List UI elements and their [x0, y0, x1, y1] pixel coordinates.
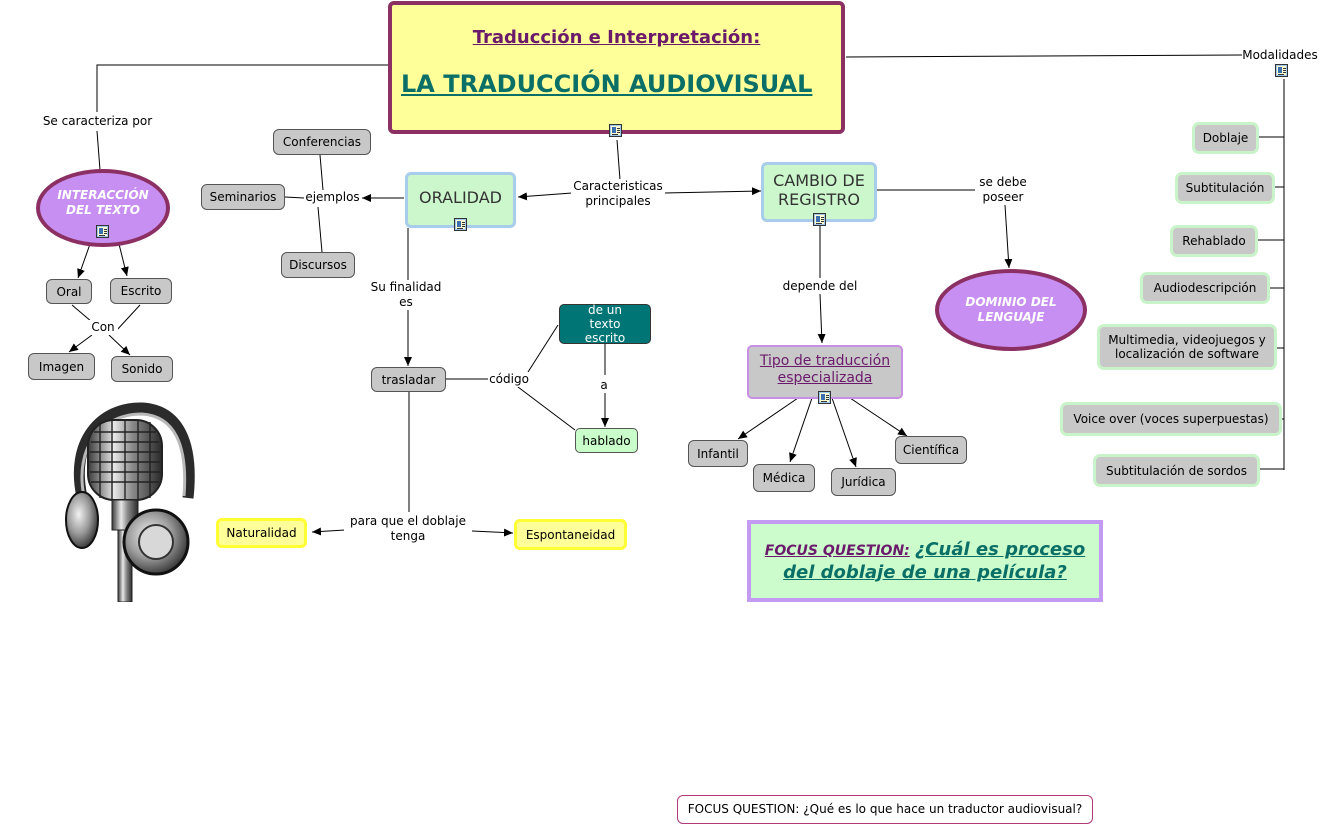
label-depende-del: depende del — [780, 279, 860, 294]
document-icon[interactable] — [813, 213, 826, 226]
label-ejemplos: ejemplos — [304, 190, 361, 205]
label-con: Con — [88, 320, 118, 335]
link-to-oralidad — [517, 192, 573, 201]
link-codigo-hablado — [517, 386, 576, 431]
juridica-node[interactable]: Jurídica — [831, 468, 896, 496]
link-tipo-medica — [789, 397, 813, 463]
interaccion-node[interactable]: INTERACCIÓN DEL TEXTO — [36, 169, 170, 247]
link-ejemplos-seminarios — [284, 196, 305, 199]
modalidad-audiodescripcion[interactable]: Audiodescripción — [1140, 272, 1270, 304]
seminarios-node[interactable]: Seminarios — [201, 184, 285, 210]
oralidad-node[interactable]: ORALIDAD — [405, 172, 516, 228]
focus-question: ¿Cuál es proceso del doblaje de una pelí… — [783, 538, 1086, 583]
label-se-debe-poseer: se debe poseer — [975, 175, 1031, 205]
link-con-imagen — [68, 334, 93, 353]
link-oral-con — [71, 304, 93, 323]
label-para-que: para que el doblaje tenga — [344, 514, 472, 544]
link-depende-tipo — [817, 293, 826, 344]
tipo-label: Tipo de traducción especializada — [759, 353, 891, 386]
link-tipo-juridica — [831, 397, 857, 468]
tipo-traduccion-node[interactable]: Tipo de traducción especializada — [747, 345, 903, 399]
microphone-headphones-image — [65, 402, 195, 602]
cientifica-node[interactable]: Científica — [895, 436, 967, 464]
link-ejemplos-discursos — [317, 206, 323, 253]
focus-prefix: FOCUS QUESTION: — [764, 542, 910, 559]
document-icon[interactable] — [1275, 64, 1288, 77]
link-sedebe-dominio — [1004, 204, 1013, 269]
trasladar-node[interactable]: trasladar — [371, 367, 446, 392]
link-ejemplos-conferencias — [319, 154, 324, 191]
espontaneidad-node[interactable]: Espontaneidad — [514, 519, 627, 550]
link-to-espontaneidad — [471, 528, 514, 537]
modalidad-subtitulacion-sordos[interactable]: Subtitulación de sordos — [1093, 454, 1260, 487]
discursos-node[interactable]: Discursos — [281, 252, 355, 278]
hablado-node[interactable]: hablado — [575, 428, 638, 453]
modalidad-doblaje[interactable]: Doblaje — [1192, 122, 1259, 154]
conferencias-node[interactable]: Conferencias — [273, 129, 371, 155]
link-tipo-infantil — [737, 397, 799, 440]
document-icon[interactable] — [818, 391, 831, 404]
link-interaccion-oral — [77, 243, 91, 279]
footer-focus-question: FOCUS QUESTION: ¿Qué es lo que hace un t… — [677, 795, 1093, 824]
label-caracteristicas: Caracteristicas principales — [571, 179, 665, 209]
link-to-naturalidad — [311, 527, 346, 536]
main-title-node[interactable]: Traducción e Interpretación: LA TRADUCCI… — [388, 1, 845, 134]
label-codigo: código — [488, 372, 530, 387]
naturalidad-node[interactable]: Naturalidad — [216, 518, 307, 548]
modalidad-multimedia[interactable]: Multimedia, videojuegos y localización d… — [1097, 324, 1277, 370]
dominio-label: DOMINIO DEL LENGUAJE — [965, 295, 1057, 324]
link-tipo-cientifica — [849, 397, 908, 437]
label-se-caracteriza: Se caracteriza por — [40, 114, 155, 129]
label-modalidades: Modalidades — [1242, 48, 1318, 63]
document-icon[interactable] — [454, 218, 467, 231]
texto-escrito-node[interactable]: de un texto escrito — [559, 303, 651, 345]
sonido-node[interactable]: Sonido — [111, 356, 173, 382]
focus-question-box[interactable]: FOCUS QUESTION: ¿Cuál es proceso del dob… — [747, 520, 1103, 602]
interaccion-label: INTERACCIÓN DEL TEXTO — [57, 188, 149, 217]
main-subtitle: Traducción e Interpretación: — [472, 27, 761, 48]
modalidad-subtitulacion[interactable]: Subtitulación — [1175, 172, 1275, 204]
link-con-sonido — [108, 334, 131, 356]
main-title: LA TRADUCCIÓN AUDIOVISUAL — [401, 70, 813, 98]
escrito-node[interactable]: Escrito — [110, 278, 172, 304]
link-caracteriza-interaccion — [96, 130, 101, 171]
infantil-node[interactable]: Infantil — [688, 440, 748, 467]
link-escrito-con — [115, 304, 141, 332]
link-main-modalidades — [845, 54, 1243, 58]
modalidad-voice-over[interactable]: Voice over (voces superpuestas) — [1060, 402, 1282, 436]
link-main-caracteristicas — [616, 139, 621, 181]
label-su-finalidad: Su finalidad es — [368, 280, 444, 310]
dominio-lenguaje-node[interactable]: DOMINIO DEL LENGUAJE — [935, 269, 1087, 351]
label-a: a — [597, 378, 611, 393]
link-main-left — [96, 64, 388, 112]
link-to-registro — [663, 187, 762, 196]
medica-node[interactable]: Médica — [753, 464, 815, 492]
imagen-node[interactable]: Imagen — [28, 353, 95, 380]
document-icon[interactable] — [96, 225, 109, 238]
link-codigo-texto — [527, 324, 559, 373]
link-interaccion-escrito — [118, 243, 129, 277]
oral-node[interactable]: Oral — [46, 279, 92, 304]
document-icon[interactable] — [609, 124, 622, 137]
modalidad-rehablado[interactable]: Rehablado — [1170, 225, 1258, 257]
